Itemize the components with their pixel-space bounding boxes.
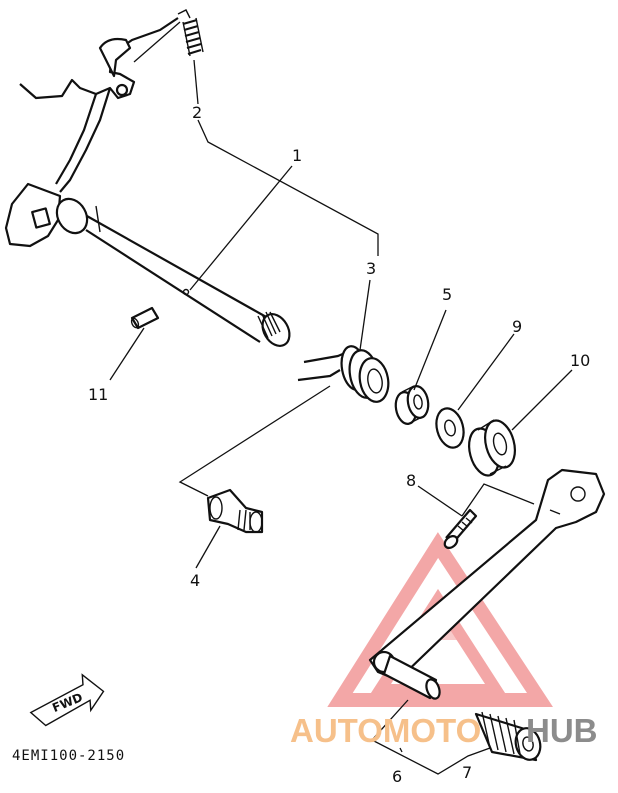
callout-9: 9 (512, 317, 522, 336)
part-8-bolt (443, 508, 478, 550)
part-4-bolt (206, 488, 264, 534)
callout-5: 5 (442, 285, 452, 304)
part-2-spring (177, 9, 204, 57)
part-11-pin (130, 306, 160, 330)
callout-6: 6 (392, 767, 402, 786)
part-1-shift-shaft (4, 17, 291, 347)
part-3-return-spring (297, 345, 390, 403)
watermark-text: AUTOMOTO HUB (290, 712, 598, 749)
leader-lines (109, 21, 573, 775)
callout-7: 7 (462, 763, 472, 782)
callout-8: 8 (406, 471, 416, 490)
part-5-collar (394, 385, 430, 425)
callout-4: 4 (190, 571, 200, 590)
callout-2: 2 (192, 103, 202, 122)
callout-3: 3 (366, 259, 376, 278)
callout-1: 1 (292, 146, 302, 165)
shift-pedal (368, 468, 606, 682)
watermark-part-a: AUTOMOTO (290, 712, 481, 749)
part-10-seal (468, 419, 516, 477)
part-7-rubber (474, 711, 542, 762)
part-9-washer (435, 407, 465, 449)
part-6-pin (382, 654, 441, 700)
watermark-part-b: HUB (526, 712, 598, 749)
diagram-code: 4EMI100-2150 (12, 748, 125, 764)
callout-10: 10 (570, 351, 590, 370)
fwd-arrow: FWD (29, 673, 105, 727)
callout-11: 11 (88, 385, 108, 404)
shaft-splines (257, 311, 291, 347)
callout-numbers: 1 2 3 4 5 6 7 8 9 10 11 (88, 103, 590, 786)
